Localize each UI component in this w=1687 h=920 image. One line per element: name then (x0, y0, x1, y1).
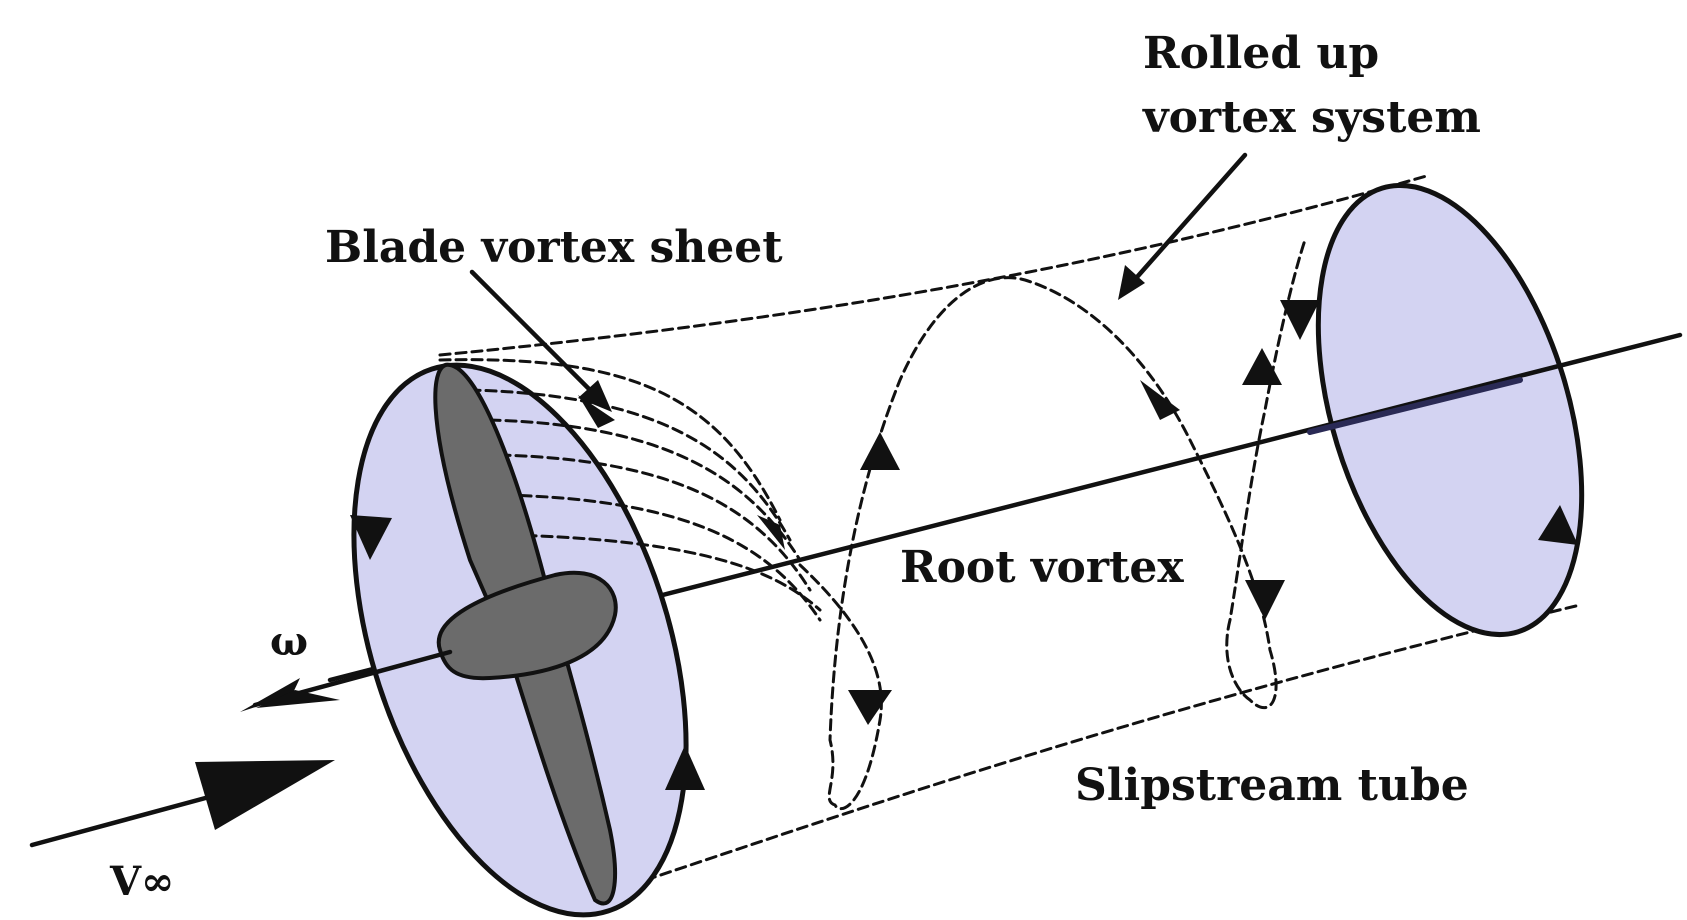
loop-arrow-left-down (848, 690, 892, 725)
propeller (433, 362, 618, 906)
far-disk-arrow (1538, 505, 1578, 545)
v-infinity-label: V∞ (109, 858, 174, 905)
loop-arrow-right-down (1245, 580, 1285, 620)
loop-arrow-far-down (1280, 300, 1320, 340)
loop-arrow-right-up (1242, 348, 1282, 385)
freestream-arrow (29, 760, 335, 848)
root-vortex-label: Root vortex (900, 542, 1184, 593)
freestream-arrowhead (195, 760, 335, 830)
omega-label: ω (270, 618, 308, 665)
rolled-up-label-line1: Rolled up (1143, 28, 1379, 79)
rolled-up-label-line2: vortex system (1142, 92, 1481, 143)
label-pointers (469, 152, 1248, 412)
blade-sheet-pointer-head (578, 380, 612, 412)
loop-arrow-left-up (860, 432, 900, 470)
blade-vortex-sheet-label: Blade vortex sheet (325, 222, 783, 273)
rolled-up-vortex-loop (798, 238, 1320, 811)
disk-arrow-right (665, 745, 705, 790)
sheet-arrow-1 (578, 395, 615, 428)
blade-vortex-sheet (438, 358, 822, 622)
far-disk (1315, 182, 1585, 638)
slipstream-tube-label: Slipstream tube (1075, 760, 1469, 811)
rolled-up-pointer-head (1118, 265, 1145, 300)
disk-arrow-left (350, 515, 392, 560)
slipstream-tube-outline (438, 173, 1582, 902)
sheet-arrow-2 (757, 515, 785, 550)
loop-arrow-top-right (1140, 380, 1180, 420)
omega-rotation-arrow (240, 649, 453, 712)
